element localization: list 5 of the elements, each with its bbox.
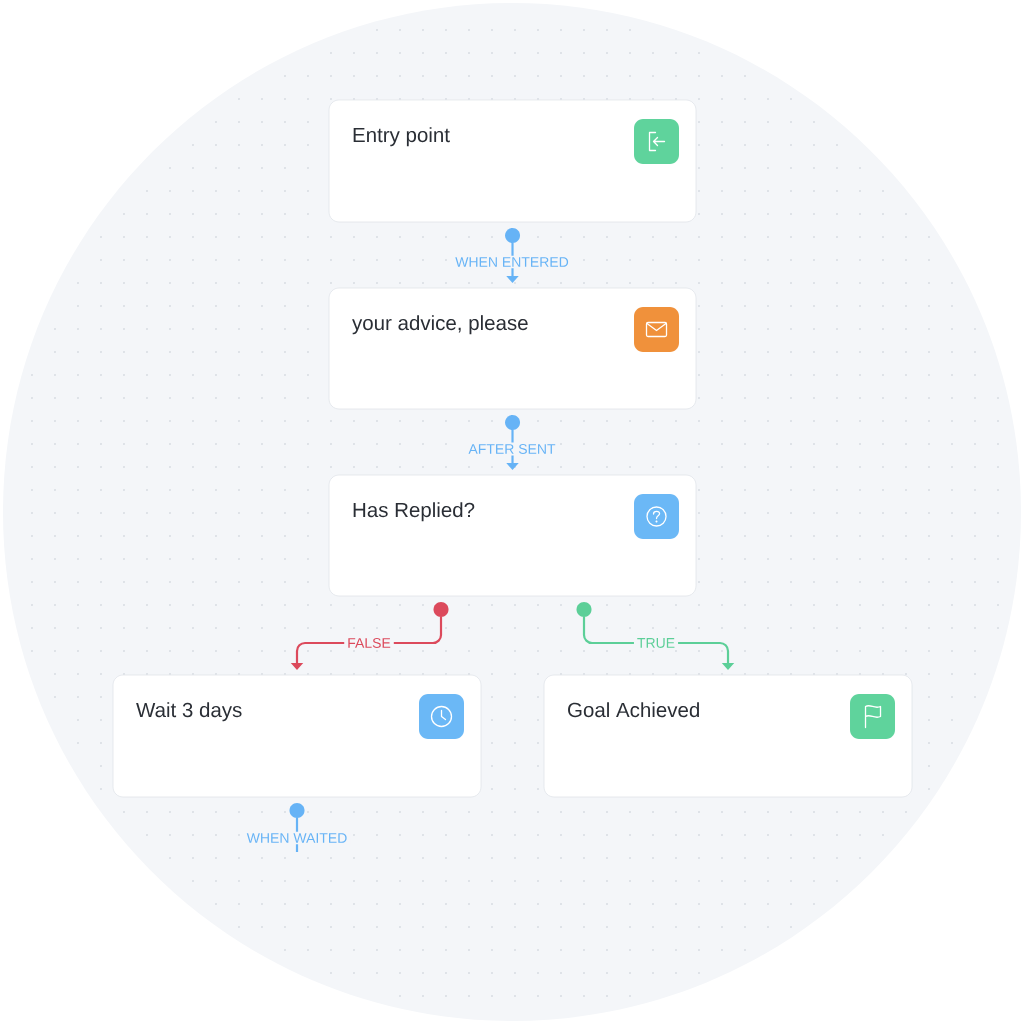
process-box: Goal Achieved — [543, 674, 913, 798]
process-box: Wait 3 days — [112, 674, 482, 798]
process-box: Has Replied? — [328, 474, 697, 597]
process-box: Entry point — [328, 99, 697, 223]
process-box: your advice, please — [328, 287, 697, 410]
